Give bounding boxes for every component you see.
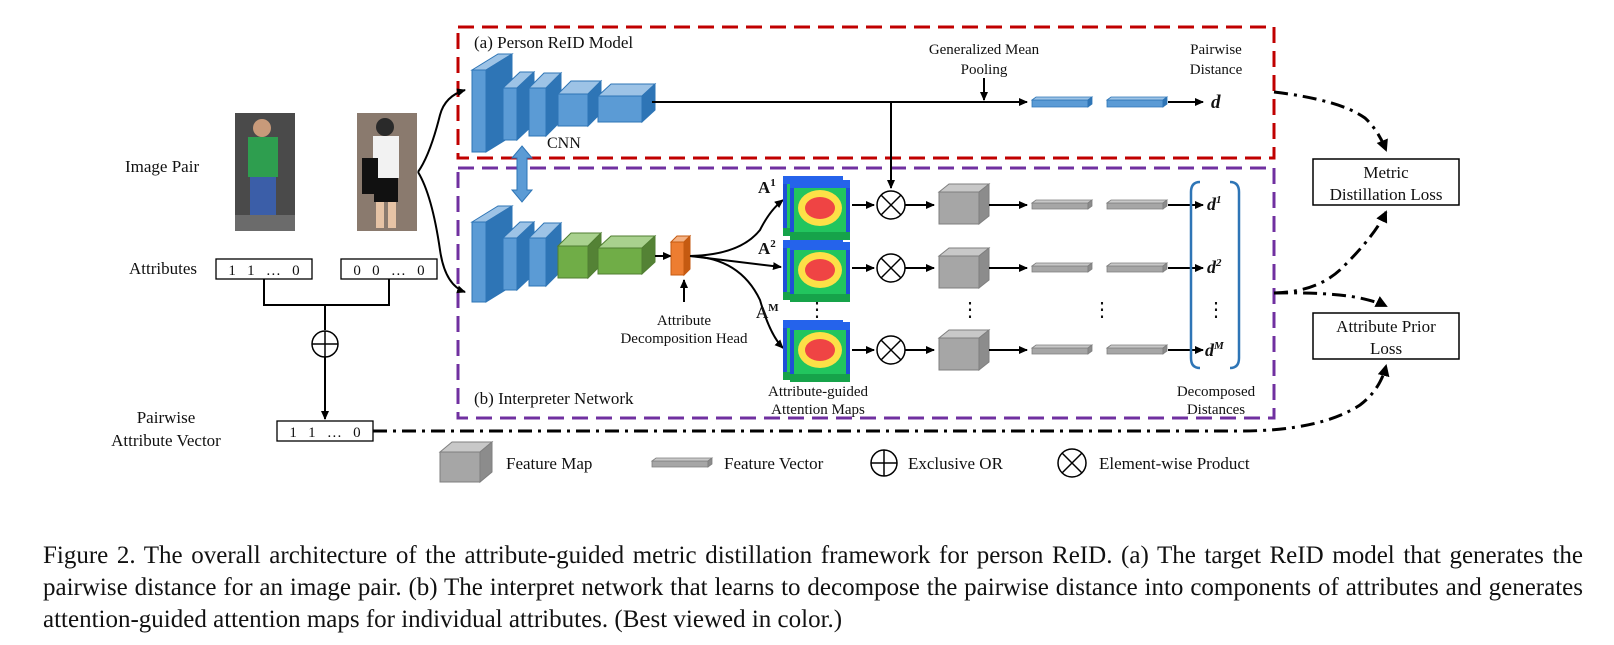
left-bracket (1189, 180, 1201, 370)
distance-label-1: d1 (1207, 194, 1222, 214)
prior-loss-label-1: Attribute Prior (1336, 317, 1436, 336)
attn-maps-label-2: Attention Maps (771, 402, 865, 418)
image-pair-label: Image Pair (125, 157, 199, 176)
decomposed-label-2: Distances (1187, 402, 1245, 418)
vertical-ellipsis-vectors: ⋮ (1092, 299, 1112, 321)
legend-product-label: Element-wise Product (1099, 454, 1250, 473)
vertical-ellipsis-maps: ⋮ (807, 299, 827, 321)
product-symbol-2 (876, 253, 906, 283)
attributes-label: Attributes (129, 259, 197, 278)
legend-feature-map-label: Feature Map (506, 454, 592, 473)
legend-xor-symbol (870, 449, 898, 477)
metric-loss-label-2: Distillation Loss (1330, 185, 1443, 204)
product-symbol-m (876, 335, 906, 365)
pairwise-attr-label-2: Attribute Vector (111, 431, 221, 450)
attn-maps-label-1: Attribute-guided (768, 384, 868, 400)
metric-loss-label-1: Metric (1363, 163, 1409, 182)
pairwise-attribute-vector: 1 1 … 0 (289, 425, 360, 441)
attention-map-1 (783, 176, 850, 240)
svg-text:dM: dM (1205, 340, 1225, 360)
legend-xor-label: Exclusive OR (908, 454, 1004, 473)
distance-label-2: d2 (1207, 257, 1222, 277)
attr-decomp-label-1: Attribute (657, 313, 711, 329)
attribute-decomposition-head (669, 234, 692, 277)
architecture-diagram: (a) Person ReID Model (b) Interpreter Ne… (111, 25, 1460, 484)
pairwise-distance-label-1: Pairwise (1190, 42, 1242, 58)
pairwise-distance-label-2: Distance (1190, 62, 1243, 78)
person-image-2 (357, 113, 417, 231)
attr-decomp-label-2: Decomposition Head (620, 331, 748, 347)
panel-a-title: (a) Person ReID Model (474, 33, 633, 52)
gem-label-1: Generalized Mean (929, 42, 1040, 58)
feature-map-m (938, 329, 990, 371)
cnn-bottom (470, 205, 657, 303)
feature-map-1 (938, 183, 990, 225)
reid-feature-vector-2 (1106, 96, 1168, 108)
attention-label-2: A2 (758, 238, 776, 258)
pairwise-attr-label-1: Pairwise (137, 408, 196, 427)
svg-text:d2: d2 (1207, 257, 1222, 277)
gem-label-2: Pooling (961, 62, 1008, 78)
feature-vector-2a (1031, 262, 1093, 273)
legend-feature-vector-label: Feature Vector (724, 454, 824, 473)
pairwise-distance-d: d (1211, 92, 1221, 113)
panel-b-title: (b) Interpreter Network (474, 389, 634, 408)
svg-text:d1: d1 (1207, 194, 1222, 214)
decomposed-label-1: Decomposed (1177, 384, 1256, 400)
figure-caption: Figure 2. The overall architecture of th… (43, 542, 1583, 633)
svg-text:AM: AM (756, 302, 779, 322)
product-symbol-1 (876, 190, 906, 220)
feature-vector-1b (1106, 199, 1168, 210)
legend-feature-map-swatch (438, 440, 494, 484)
shared-weights-arrow (510, 145, 534, 203)
metric-distillation-loss-box (1312, 158, 1460, 206)
distance-label-m: dM (1205, 340, 1225, 360)
legend-feature-vector-swatch (651, 457, 713, 468)
feature-map-2 (938, 247, 990, 289)
legend-product-symbol (1057, 448, 1087, 478)
vertical-ellipsis-features: ⋮ (960, 299, 980, 321)
attention-label-1: A1 (758, 177, 776, 197)
right-bracket (1229, 180, 1241, 370)
xor-symbol (311, 330, 339, 358)
feature-vector-2b (1106, 262, 1168, 273)
svg-text:A2: A2 (758, 238, 776, 258)
cnn-label: CNN (547, 135, 581, 152)
legend: Feature Map Feature Vector Exclusive OR … (438, 440, 1250, 484)
prior-loss-label-2: Loss (1370, 339, 1402, 358)
reid-feature-vector-1 (1031, 96, 1093, 108)
cnn-top (470, 53, 657, 153)
attribute-vector-1: 1 1 … 0 (228, 263, 299, 279)
vertical-ellipsis-distances: ⋮ (1206, 299, 1226, 321)
person-image-1 (235, 113, 295, 231)
feature-vector-mb (1106, 344, 1168, 355)
feature-vector-1a (1031, 199, 1093, 210)
attention-label-m: AM (756, 302, 779, 322)
svg-text:A1: A1 (758, 177, 776, 197)
feature-vector-ma (1031, 344, 1093, 355)
attention-map-2 (783, 240, 850, 302)
attribute-prior-loss-box (1312, 312, 1460, 360)
attention-map-m (783, 320, 850, 382)
attribute-vector-2: 0 0 … 0 (353, 263, 424, 279)
